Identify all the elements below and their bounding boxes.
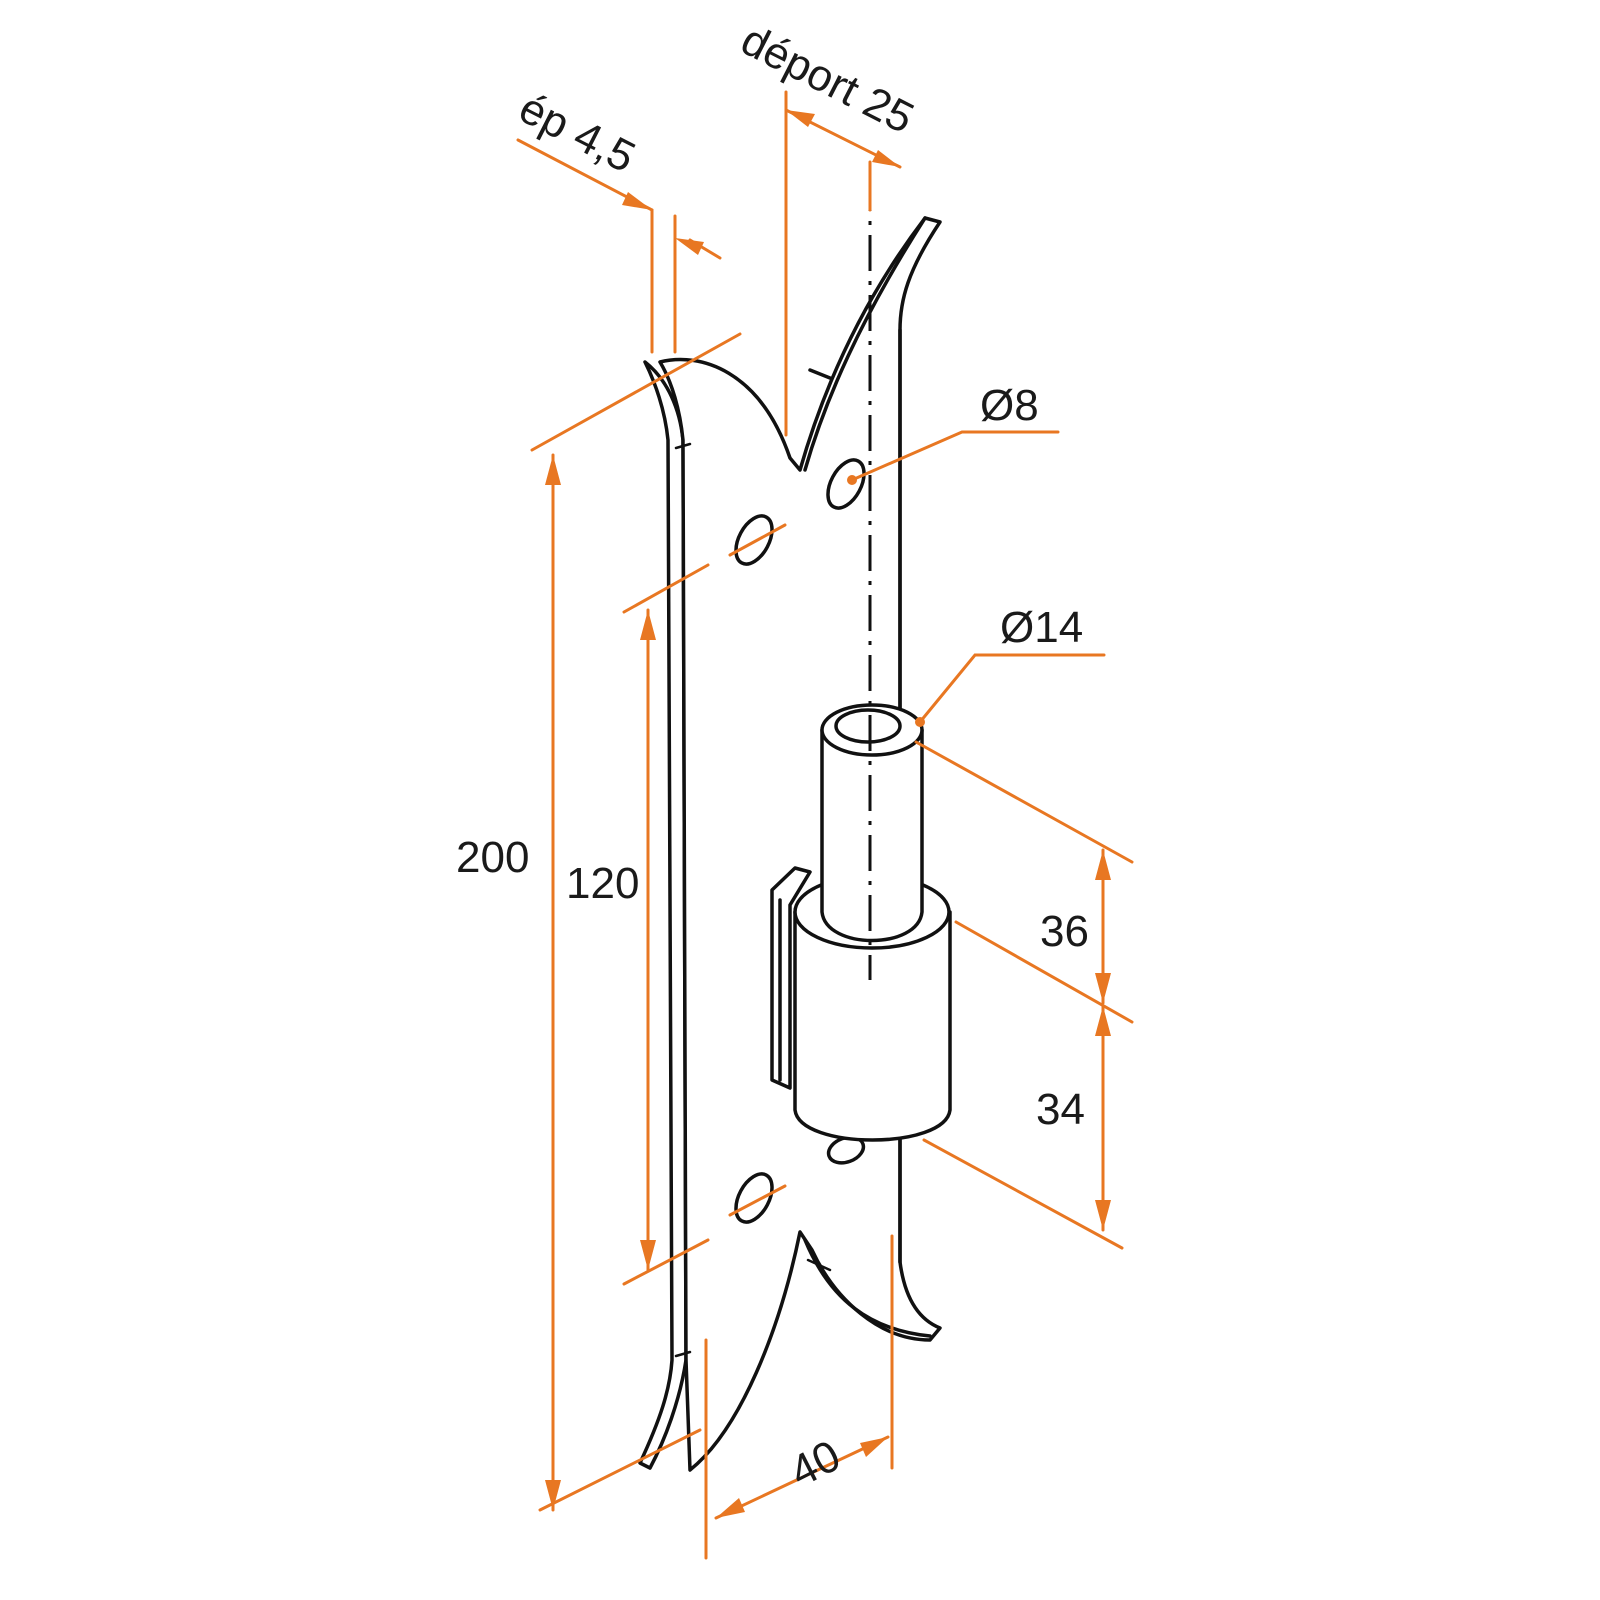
- dimension-pin: [915, 653, 1106, 727]
- dimensions: [516, 90, 1134, 1560]
- hole-top-right: [826, 458, 866, 510]
- label-pin-diameter: Ø14: [1000, 603, 1083, 652]
- hole-bottom-left: [734, 1172, 774, 1224]
- dimension-total-height: [530, 332, 742, 1512]
- label-knuckle-length: 34: [1036, 1085, 1085, 1134]
- hole-top-left: [734, 514, 774, 566]
- label-hole-spacing: 120: [566, 859, 639, 908]
- dimension-offset: [784, 90, 902, 437]
- dimension-knuckle-length: [922, 1004, 1124, 1250]
- label-total-height: 200: [456, 833, 529, 882]
- label-pin-length: 36: [1040, 907, 1089, 956]
- label-offset: déport 25: [733, 15, 921, 143]
- dimension-hole-spacing: [622, 523, 787, 1286]
- label-hole-diameter: Ø8: [980, 381, 1039, 430]
- dimension-thickness: [516, 138, 722, 354]
- hinge-pin-assembly: [770, 703, 952, 1142]
- label-thickness: ép 4,5: [511, 83, 642, 182]
- dimension-hole: [847, 430, 1060, 485]
- dimension-plate-width: [704, 1234, 894, 1560]
- label-plate-width: 40: [782, 1431, 848, 1497]
